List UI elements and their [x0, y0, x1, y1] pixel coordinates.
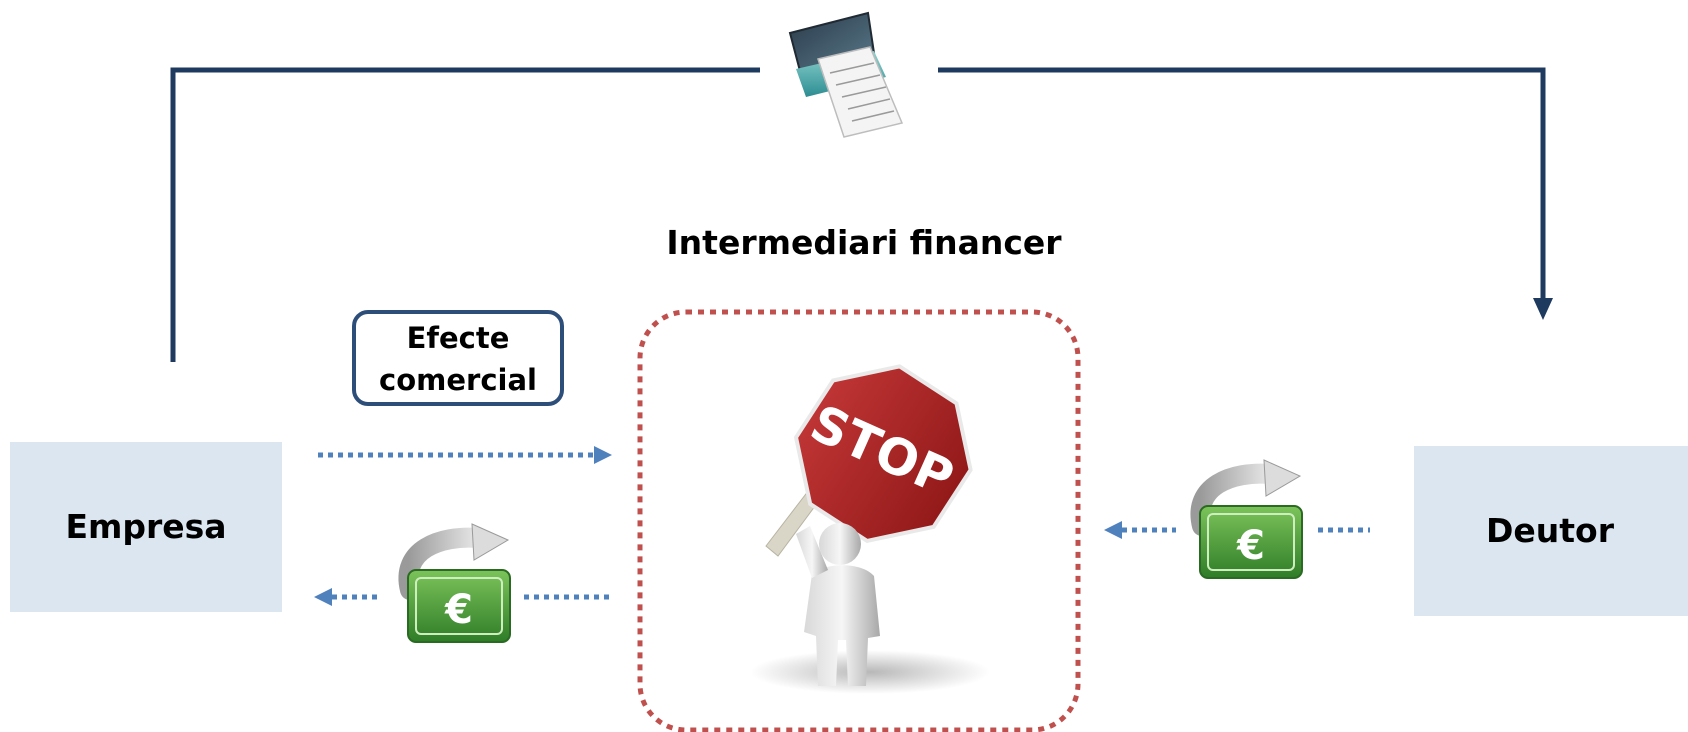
invoice-printer-icon [788, 11, 904, 138]
node-deutor: Deutor [1414, 446, 1688, 616]
node-empresa-label: Empresa [65, 507, 226, 546]
efecte-comercial-line2: comercial [379, 363, 537, 397]
euro-money-icon: € [398, 523, 511, 643]
euro-money-icon: € [1190, 459, 1303, 579]
dotted-arrow-money-to-empresa [314, 588, 612, 606]
arrow-left-icon [1104, 521, 1122, 539]
connector-arrowhead [1533, 298, 1553, 320]
node-deutor-label: Deutor [1486, 511, 1615, 550]
top-connector [170, 67, 1553, 362]
euro-symbol: € [444, 587, 473, 633]
euro-symbol: € [1236, 523, 1265, 569]
stop-sign-person-icon: STOP [750, 364, 990, 694]
efecte-comercial-line1: Efecte [407, 321, 510, 355]
arrow-left-icon [314, 588, 332, 606]
arrow-right-icon [594, 446, 612, 464]
diagram-title: Intermediari financer [666, 223, 1062, 262]
node-empresa: Empresa [10, 442, 282, 612]
dotted-arrow-money-from-deutor [1104, 521, 1370, 539]
intermediary-frame [637, 309, 1081, 732]
dotted-arrow-document [318, 446, 612, 464]
efecte-comercial-callout: Efecte comercial [352, 310, 564, 406]
